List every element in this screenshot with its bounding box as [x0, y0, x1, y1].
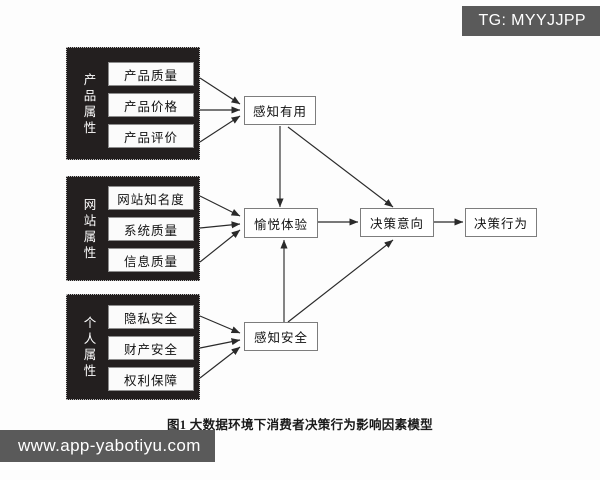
group-label-char: 人: [83, 332, 97, 346]
factor-information-quality[interactable]: 信息质量: [108, 248, 194, 272]
figure-caption: 图1 大数据环境下消费者决策行为影响因素模型: [167, 418, 433, 432]
factor-system-quality[interactable]: 系统质量: [108, 217, 194, 241]
arrow-usefulness-to-intention: [287, 126, 394, 208]
factor-website-reputation[interactable]: 网站知名度: [108, 186, 194, 210]
group-label-personal-attributes: 个 人 属 性: [75, 295, 105, 399]
site-watermark-badge: www.app-yabotiyu.com: [0, 430, 215, 462]
node-decision-intention[interactable]: 决策意向: [360, 208, 434, 237]
group-website-attributes: 网 站 属 性 网站知名度 系统质量 信息质量: [66, 176, 200, 281]
node-pleasure-experience[interactable]: 愉悦体验: [244, 208, 318, 238]
group-label-char: 个: [83, 316, 97, 330]
factor-privacy-security[interactable]: 隐私安全: [108, 305, 194, 329]
group-personal-attributes: 个 人 属 性 隐私安全 财产安全 权利保障: [66, 294, 200, 400]
group-label-char: 产: [83, 72, 97, 87]
arrow-product-quality-to-usefulness: [199, 77, 241, 105]
group-label-char: 性: [83, 364, 97, 378]
arrow-property-to-security: [199, 338, 241, 349]
group-label-char: 属: [83, 229, 97, 244]
group-label-product-attributes: 产 品 属 性: [75, 48, 105, 159]
node-perceived-security[interactable]: 感知安全: [244, 322, 318, 351]
arrow-info-quality-to-pleasure: [199, 229, 241, 263]
node-perceived-usefulness[interactable]: 感知有用: [244, 96, 316, 125]
telegram-watermark-badge: TG: MYYJJPP: [462, 6, 600, 36]
group-label-website-attributes: 网 站 属 性: [75, 177, 105, 280]
arrow-security-to-intention: [287, 239, 394, 323]
group-label-char: 品: [83, 88, 97, 103]
group-label-char: 属: [83, 104, 97, 119]
group-label-char: 属: [83, 348, 97, 362]
factor-product-price[interactable]: 产品价格: [108, 93, 194, 117]
group-label-char: 网: [83, 197, 97, 212]
group-product-attributes: 产 品 属 性 产品质量 产品价格 产品评价: [66, 47, 200, 160]
arrow-website-fame-to-pleasure: [199, 195, 241, 217]
arrow-product-review-to-usefulness: [199, 115, 241, 143]
group-label-char: 性: [83, 120, 97, 135]
arrow-privacy-to-security: [199, 315, 241, 334]
arrow-rights-to-security: [199, 346, 241, 379]
factor-product-review[interactable]: 产品评价: [108, 124, 194, 148]
factor-product-quality[interactable]: 产品质量: [108, 62, 194, 86]
factor-property-security[interactable]: 财产安全: [108, 336, 194, 360]
group-label-char: 性: [83, 245, 97, 260]
group-label-char: 站: [83, 213, 97, 228]
arrow-system-quality-to-pleasure: [199, 221, 241, 229]
factor-rights-protection[interactable]: 权利保障: [108, 367, 194, 391]
node-decision-behavior[interactable]: 决策行为: [465, 208, 537, 237]
